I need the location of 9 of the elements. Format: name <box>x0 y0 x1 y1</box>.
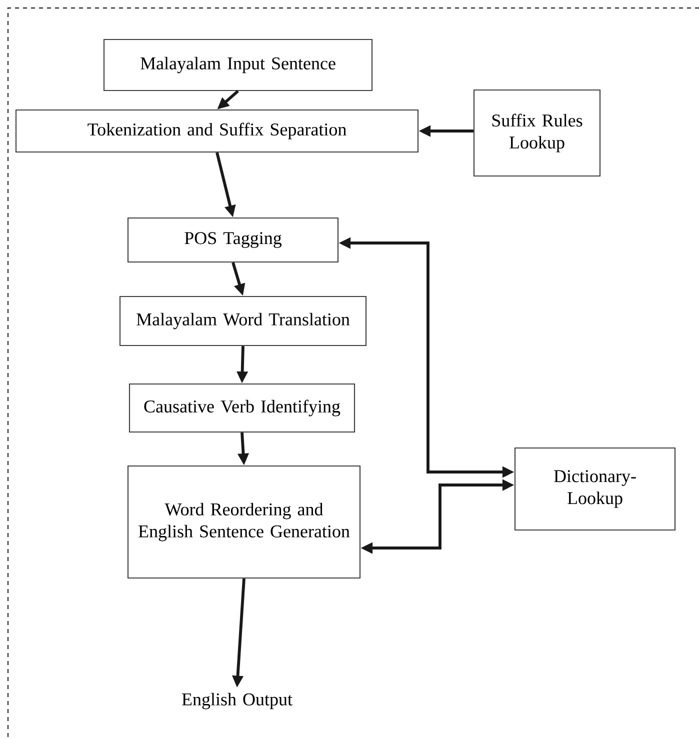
process-box: Causative Verb Identifying <box>128 383 356 433</box>
process-box: Word Reordering and English Sentence Generation <box>127 465 361 579</box>
output-text: English Output <box>182 692 292 710</box>
process-box: Dictionary- Lookup <box>514 447 676 531</box>
process-box: POS Tagging <box>127 217 339 263</box>
process-box: Malayalam Word Translation <box>119 296 367 346</box>
process-box: Malayalam Input Sentence <box>103 38 373 92</box>
process-box: Suffix Rules Lookup <box>473 89 601 177</box>
process-box: Tokenization and Suffix Separation <box>15 109 419 153</box>
